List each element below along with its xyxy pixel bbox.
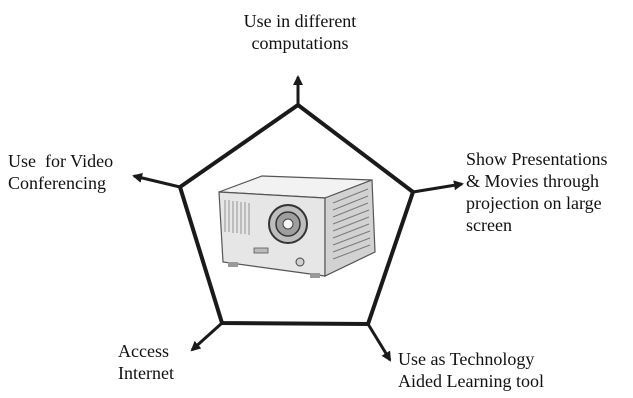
label-line: Use in different [243,11,357,31]
label-computations: Use in different computations [190,10,410,54]
label-line: Access [118,341,169,361]
label-line: Show Presentations [466,149,608,169]
label-line: screen [466,215,512,235]
projector-image [218,175,376,278]
label-line: & Movies through [466,171,599,191]
arrow-bottom-left [190,321,224,352]
arrow-bottom-right [366,323,392,362]
label-line: Conferencing [8,173,106,193]
label-line: Use as Technology [398,349,535,369]
label-internet: Access Internet [118,340,174,384]
pentagon-frame [177,102,416,327]
label-line: projection on large [466,193,602,213]
label-video-conferencing: Use for Video Conferencing [8,150,113,194]
arrow-right [412,180,464,194]
label-line: computations [251,33,349,53]
label-line: Internet [118,363,174,383]
label-learning-tool: Use as Technology Aided Learning tool [398,348,544,392]
label-presentations: Show Presentations & Movies through proj… [466,148,608,236]
label-line: Use for Video [8,151,114,171]
arrow-left [132,172,181,189]
label-line: Aided Learning tool [398,371,544,391]
